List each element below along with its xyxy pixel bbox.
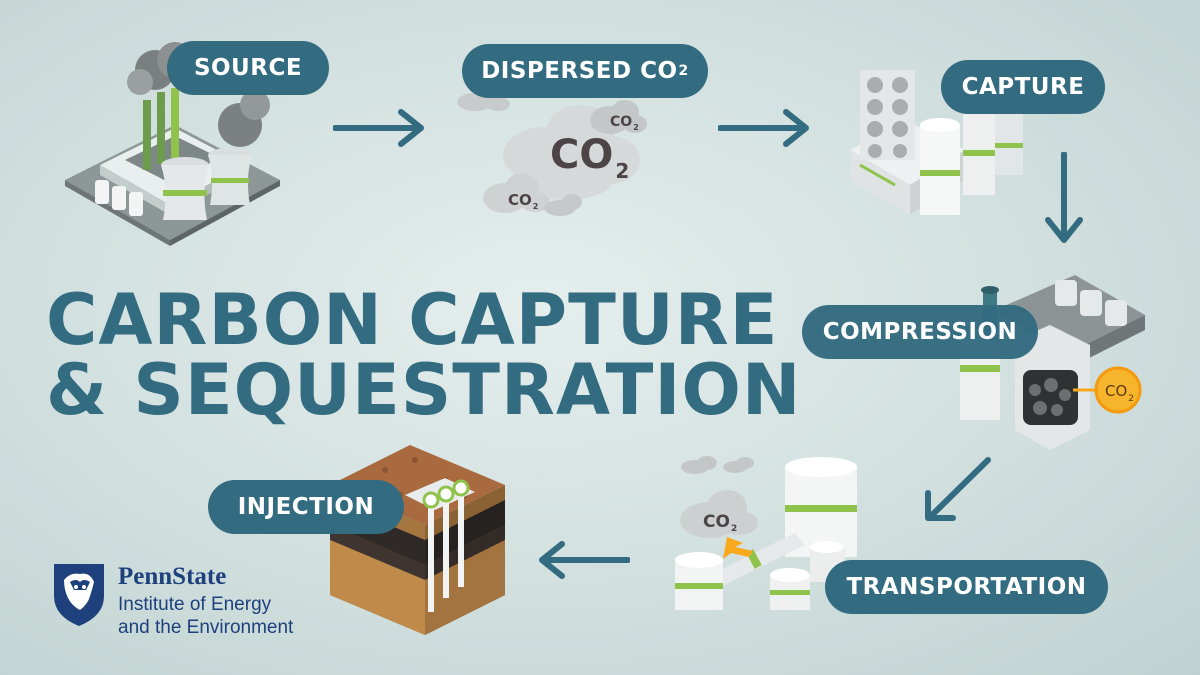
step-source-label: SOURCE xyxy=(167,41,329,95)
step-transportation-label: TRANSPORTATION xyxy=(825,560,1108,614)
penn-state-shield-logo xyxy=(54,564,104,626)
step-injection-label: INJECTION xyxy=(208,480,404,534)
arrow-down-left-icon xyxy=(925,457,991,521)
co2-small-text: CO2 xyxy=(508,191,538,211)
capture-plant-illustration xyxy=(850,70,1023,215)
co2-small-text: CO2 xyxy=(703,512,737,534)
co2-small-text: CO2 xyxy=(610,114,639,132)
arrow-down-icon xyxy=(1045,152,1083,243)
step-capture-label: CAPTURE xyxy=(941,60,1105,114)
compression-plant-illustration: CO2 xyxy=(960,275,1145,450)
arrow-left-icon xyxy=(539,541,630,579)
injection-ground-illustration xyxy=(330,445,505,635)
brand-line-1: Institute of Energy xyxy=(118,594,272,615)
arrow-right-icon xyxy=(333,109,424,147)
step-compression-label: COMPRESSION xyxy=(802,305,1038,359)
brand-line-2: and the Environment xyxy=(118,617,294,638)
brand-name: PennState xyxy=(118,563,227,590)
page-title-line-2: & SEQUESTRATION xyxy=(46,349,802,431)
co2-badge-text: CO2 xyxy=(1105,382,1134,404)
page-title-line-1: CARBON CAPTURE xyxy=(46,279,779,361)
arrow-right-icon xyxy=(718,109,809,147)
